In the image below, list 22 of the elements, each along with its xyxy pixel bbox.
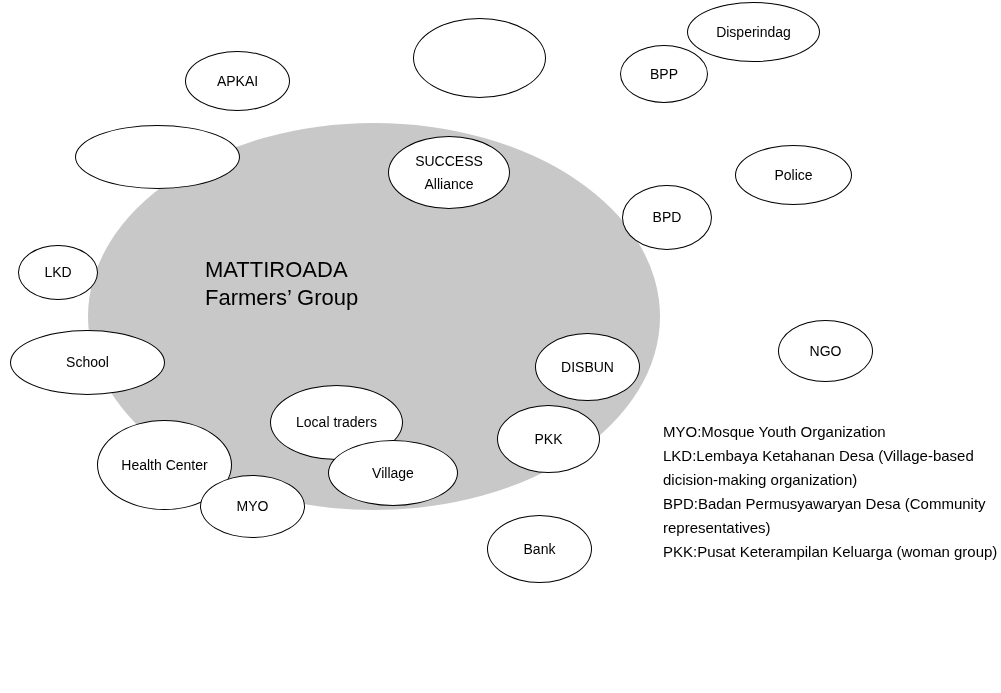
stakeholder-name: Bank: [522, 539, 557, 559]
stakeholder-name: Local traders: [295, 413, 378, 432]
stakeholder-name: DISBUN: [560, 357, 615, 377]
stakeholder-name: Health Center: [120, 455, 209, 475]
abbreviation-note: BPD:Badan Permusyawaryan Desa (Community representatives): [663, 494, 987, 538]
stakeholder-name: LKD: [43, 263, 73, 282]
stakeholder-name: NGO: [808, 341, 843, 361]
stakeholder-name: SUCCESS Alliance: [414, 151, 484, 194]
stakeholder-ellipse: [620, 45, 708, 103]
stakeholder-name: BPD: [651, 208, 683, 227]
stakeholder-name: APKAI: [215, 71, 260, 91]
stakeholder-name: BPP: [649, 64, 679, 84]
stakeholder-name: MYO: [235, 497, 270, 516]
group-name: MATTIROADA Farmers’ Group: [205, 256, 360, 312]
stakeholder-name: Village: [371, 463, 415, 483]
abbreviation-note: PKK:Pusat Keterampilan Keluarga (woman group): [663, 542, 999, 562]
stakeholder-name: School: [65, 353, 110, 372]
stakeholder-name: Police: [773, 165, 814, 185]
abbreviation-note: LKD:Lembaya Ketahanan Desa (Village-based dicision-making organization): [663, 446, 975, 490]
abbreviation-note: MYO:Mosque Youth Organization: [663, 422, 887, 442]
stakeholder-name: Disperindag: [715, 22, 792, 42]
stakeholder-name: PKK: [533, 429, 564, 449]
